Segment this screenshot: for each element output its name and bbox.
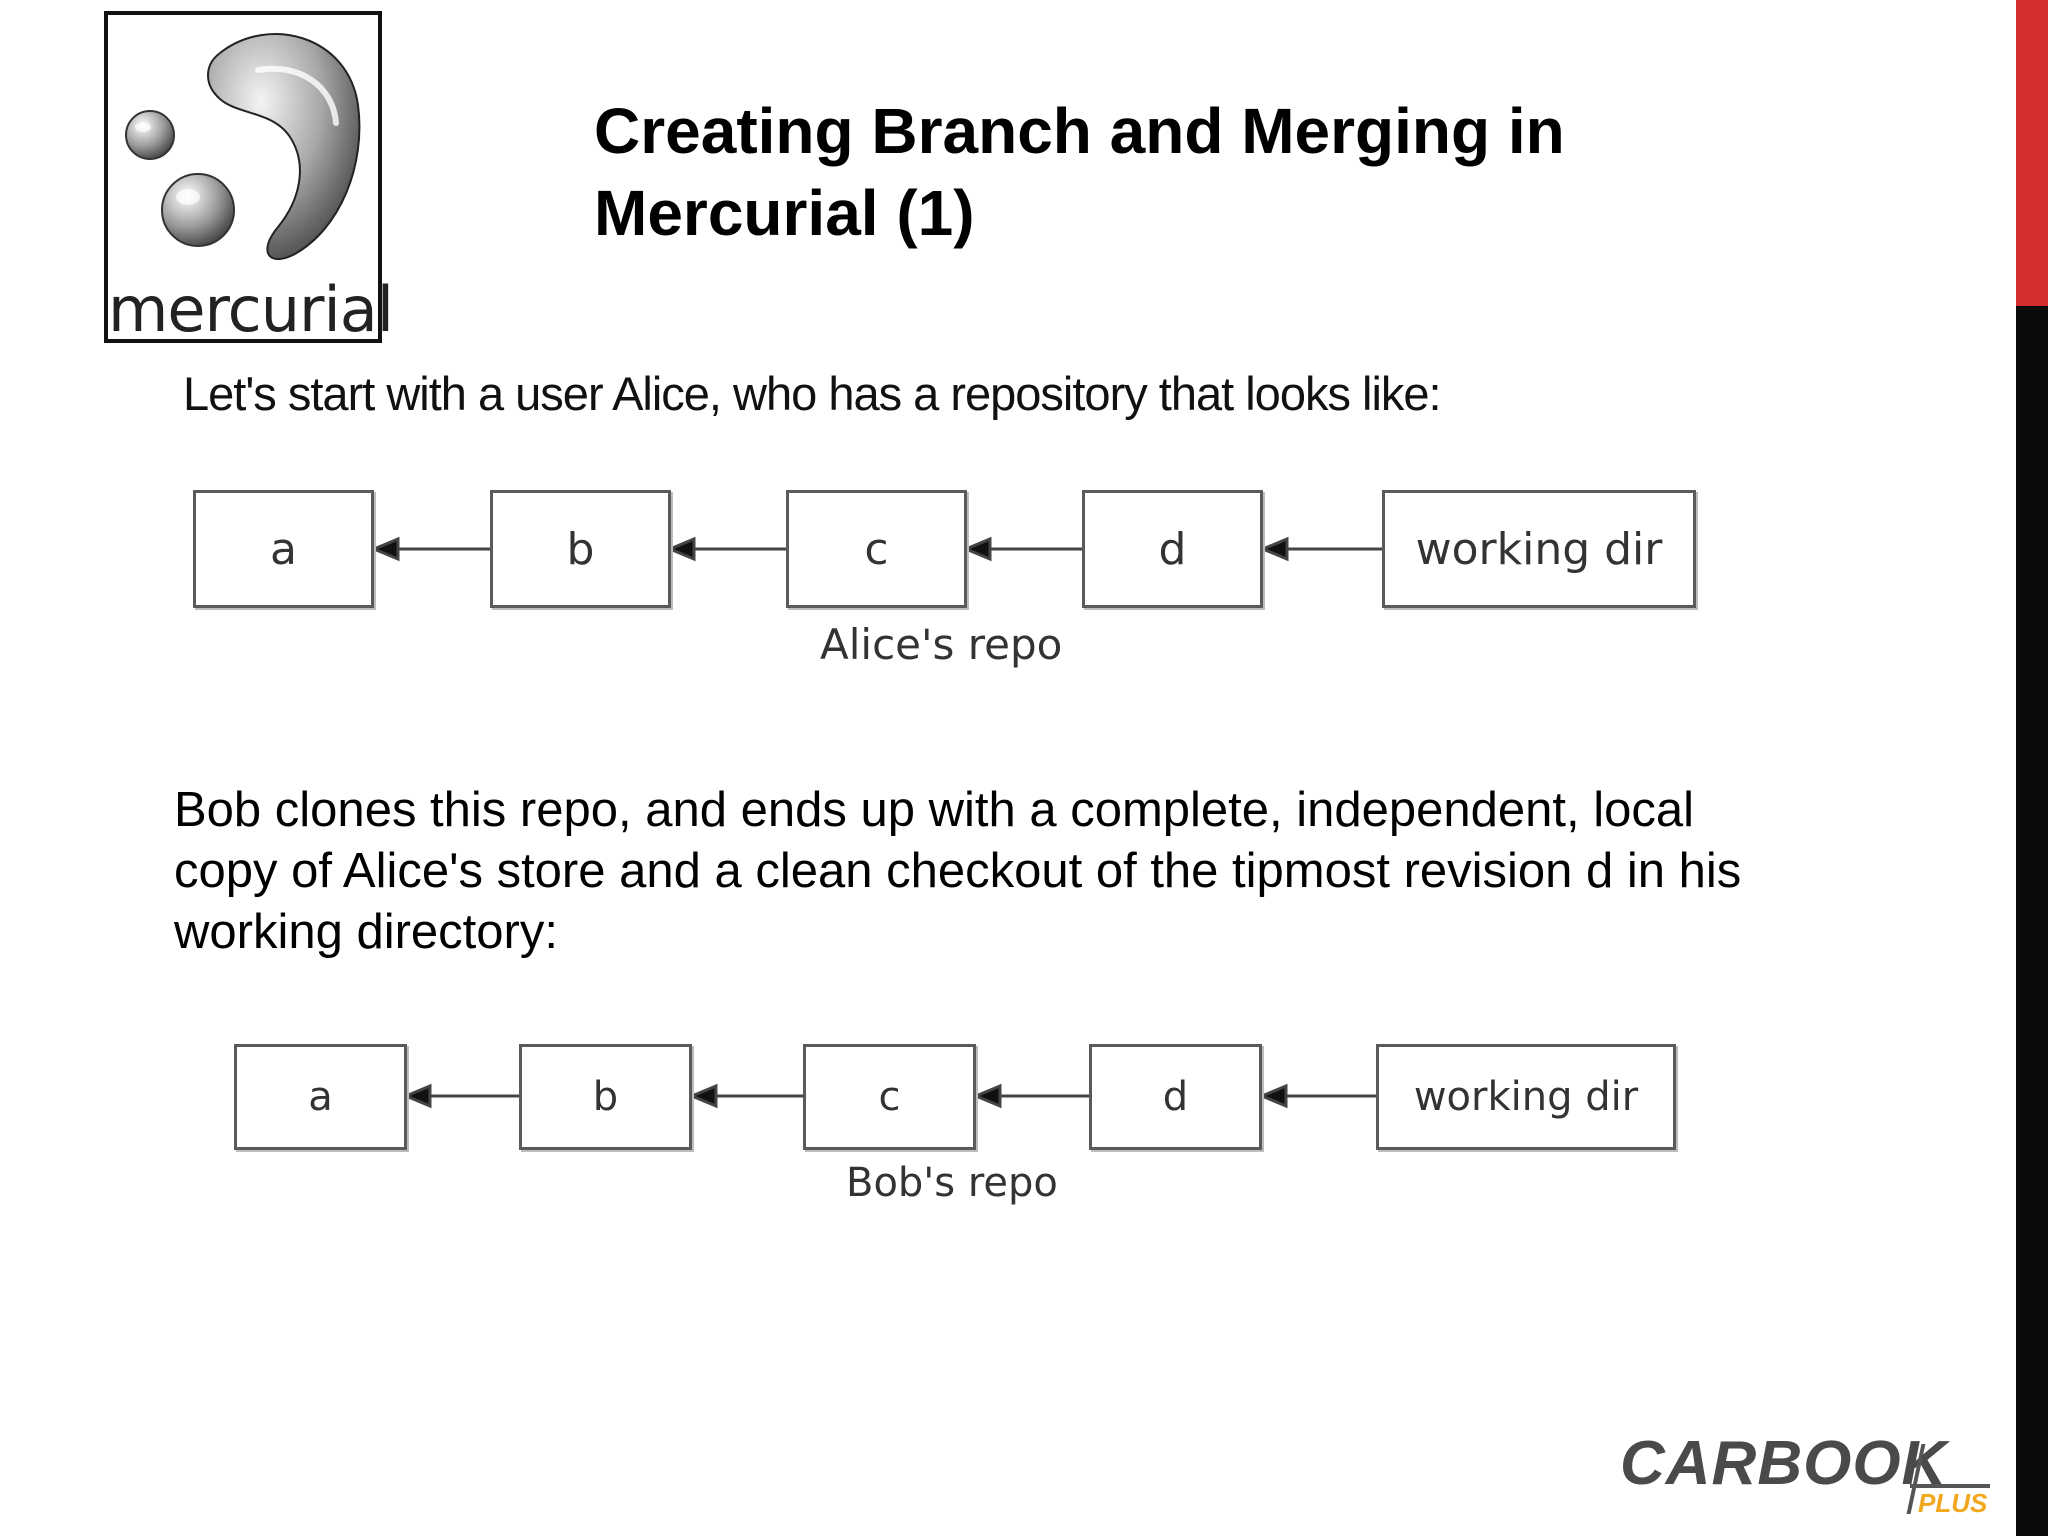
bob-node-working-dir: working dir [1376,1044,1676,1150]
bob-arrowhead-wd-d [1258,1083,1288,1109]
alice-node-a: a [193,490,374,608]
alice-arrowhead-d-c [962,536,992,562]
carbook-plus-logo: CARBOOK PLUS [1620,1428,2000,1518]
sidebar-accent-red [2016,0,2048,306]
bob-node-d: d [1089,1044,1262,1150]
paragraph-line-1: Bob clones this repo, and ends up with a… [174,783,1695,837]
body-paragraph: Bob clones this repo, and ends up with a… [174,780,1874,963]
paragraph-line-2: copy of Alice's store and a clean checko… [174,844,1742,898]
alice-node-b: b [490,490,671,608]
brand-cross-horizontal [1910,1484,1990,1488]
title-line-1: Creating Branch and Merging in [594,95,1565,167]
alice-arrowhead-wd-d [1259,536,1289,562]
sidebar-accent-black [2016,306,2048,1536]
bob-arrowhead-c-b [688,1083,718,1109]
bob-arrowhead-d-c [972,1083,1002,1109]
alice-node-working-dir: working dir [1382,490,1696,608]
bob-node-a: a [234,1044,407,1150]
intro-text: Let's start with a user Alice, who has a… [183,367,1442,420]
brand-suffix: PLUS [1918,1488,1988,1518]
bob-node-c: c [803,1044,976,1150]
bob-repo-label: Bob's repo [846,1160,1058,1206]
alice-node-d: d [1082,490,1263,608]
slide-title: Creating Branch and Merging in Mercurial… [594,90,1894,254]
alice-arrowhead-c-b [666,536,696,562]
paragraph-line-3: working directory: [174,905,558,959]
alice-repo-label: Alice's repo [820,620,1063,669]
alice-arrowhead-b-a [370,536,400,562]
bob-arrowhead-b-a [402,1083,432,1109]
bob-node-b: b [519,1044,692,1150]
title-line-2: Mercurial (1) [594,177,975,249]
alice-node-c: c [786,490,967,608]
mercurial-droplet-icon [125,33,361,261]
mercurial-logo: mercurial [104,11,394,346]
logo-wordmark: mercurial [108,273,394,346]
brand-name: CARBOOK [1620,1429,1948,1498]
